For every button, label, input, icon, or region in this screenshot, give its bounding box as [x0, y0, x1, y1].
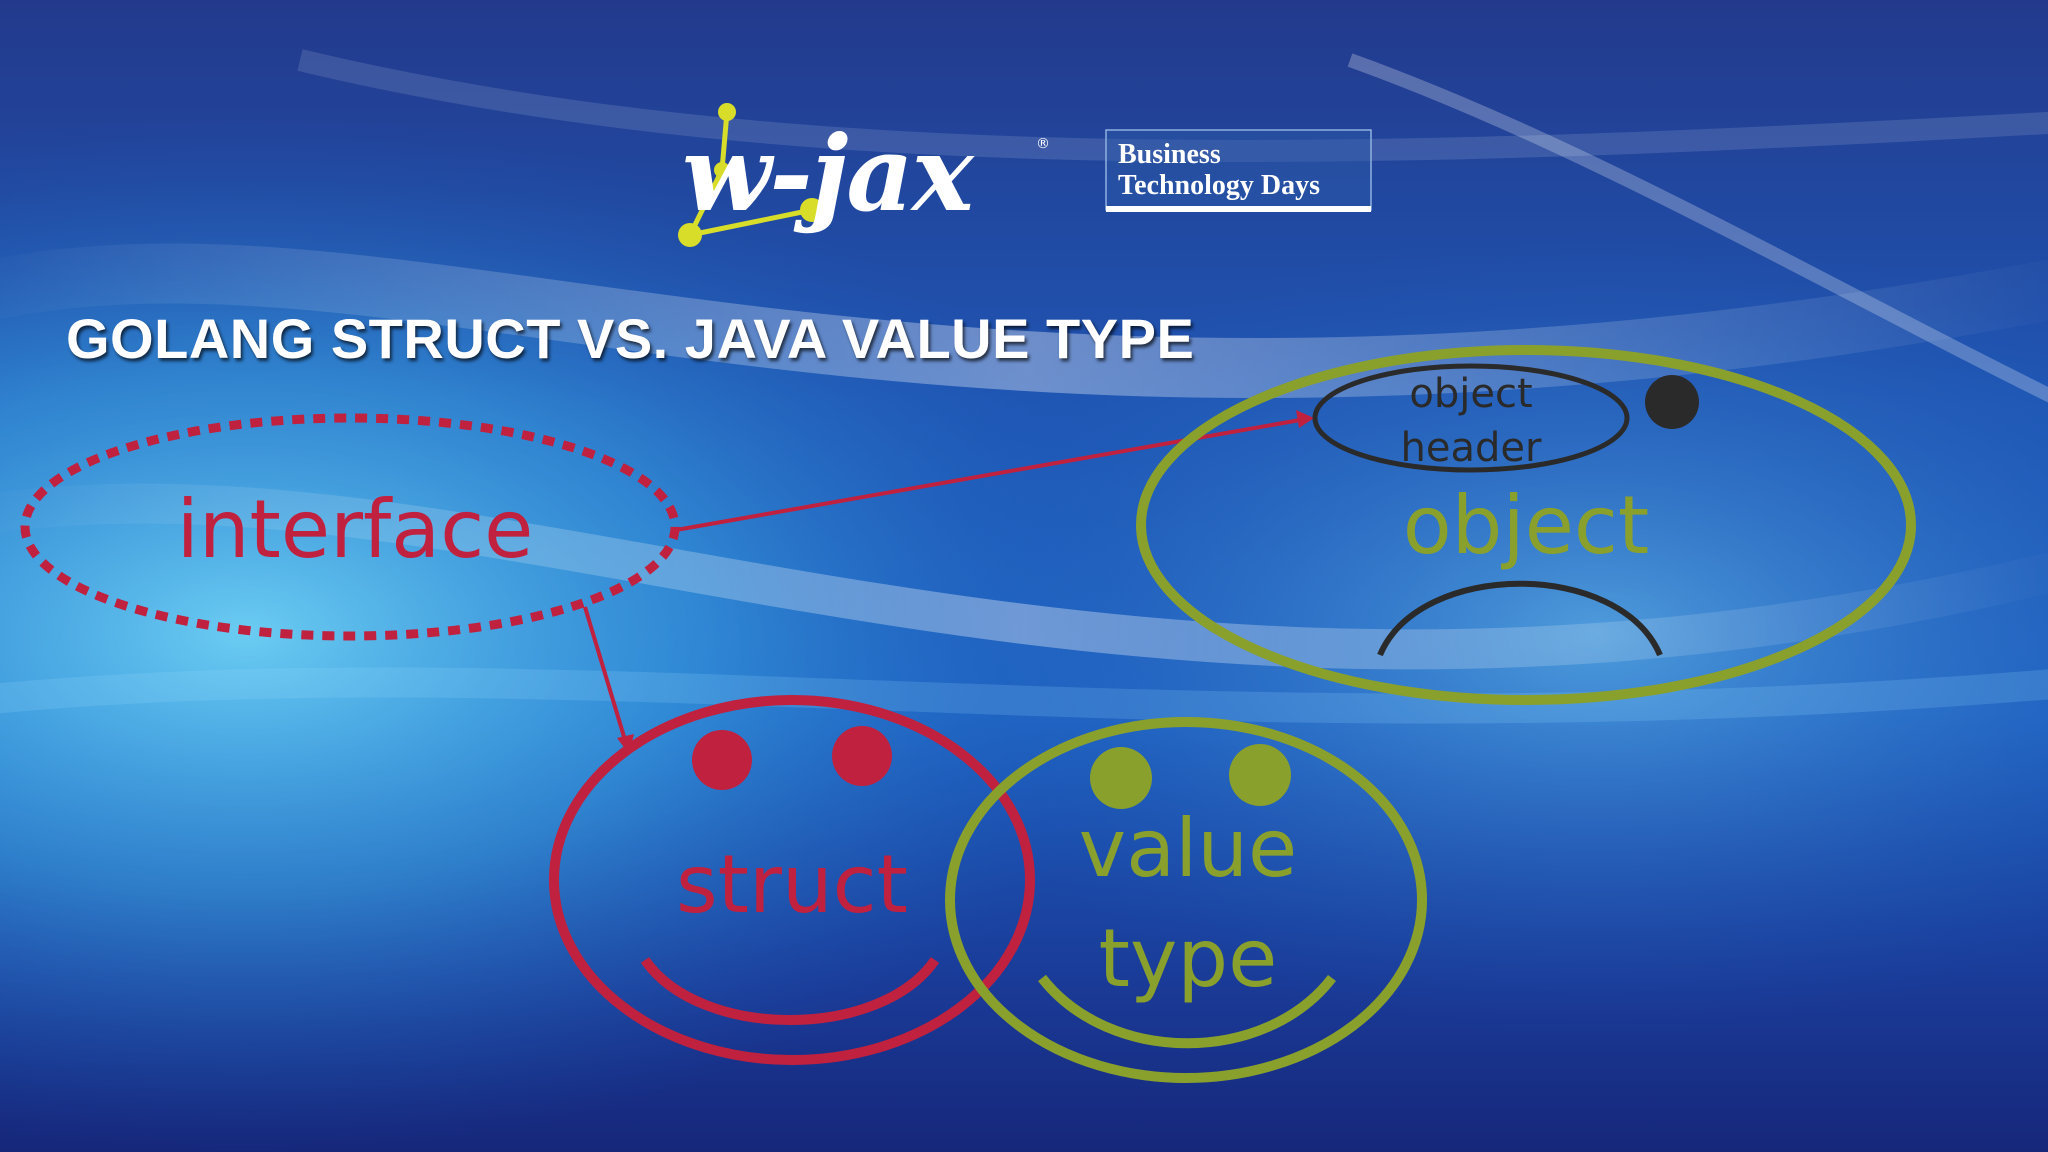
object-header-oval: [1312, 363, 1630, 473]
value-type-smile: [1038, 974, 1336, 1049]
object-node: object header object: [1136, 345, 1916, 705]
logo-registered-mark: ®: [1036, 136, 1050, 152]
interface-node: interface: [20, 413, 680, 641]
logo-brand: w-jax: [682, 112, 975, 235]
struct-node: struct: [549, 695, 1035, 1065]
slide-title: GOLANG STRUCT VS. JAVA VALUE TYPE: [66, 307, 1195, 370]
molecule-icon: [678, 103, 824, 247]
value-type-node: value type: [945, 717, 1427, 1083]
value-type-left-eye: [1090, 747, 1152, 809]
tagline-line-2: Technology Days: [1118, 170, 1320, 201]
struct-label: struct: [676, 838, 908, 931]
value-type-line-2: type: [1099, 912, 1278, 1005]
wjax-logo: w-jax ® Business Technology Days: [678, 103, 1372, 247]
struct-smile: [640, 957, 940, 1025]
struct-left-eye: [692, 730, 752, 790]
struct-right-eye: [832, 726, 892, 786]
value-type-right-eye: [1229, 744, 1291, 806]
object-label: object: [1403, 479, 1650, 572]
object-header-line-1: object: [1409, 371, 1532, 417]
object-eye: [1645, 375, 1699, 429]
object-header-line-2: header: [1401, 425, 1542, 471]
interface-label: interface: [177, 483, 534, 576]
object-frown: [1377, 580, 1663, 657]
tagline-line-1: Business: [1118, 139, 1221, 170]
value-type-line-1: value: [1079, 802, 1298, 895]
business-technology-days-badge: Business Technology Days: [1105, 129, 1372, 212]
